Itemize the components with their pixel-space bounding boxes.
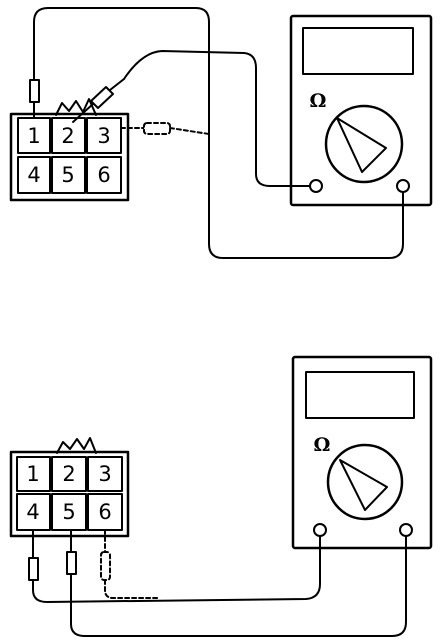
bottom-meter-body (291, 355, 433, 550)
bottom-connector-cell-3 (87, 456, 123, 492)
top-connector-latch (55, 98, 97, 116)
bottom-meter-dial-pointer (339, 459, 388, 511)
bottom-meter-com-jack[interactable] (313, 523, 327, 537)
bottom-connector-cell-1 (16, 456, 51, 492)
bottom-connector-housing (9, 450, 130, 538)
bottom-multimeter: Ω (291, 355, 433, 550)
top-probe-pin-2 (72, 78, 125, 123)
top-pin-6-label: 6 (97, 163, 110, 187)
top-wire-pin-1-to-meter (33, 7, 404, 259)
bottom-pin-1-label: 1 (26, 462, 39, 486)
bottom-meter-display (305, 371, 415, 419)
bottom-pin-5-label: 5 (62, 500, 75, 524)
top-meter-com-jack[interactable] (309, 179, 323, 193)
bottom-meter-ohm-symbol: Ω (314, 434, 331, 456)
bottom-probe-pin-5 (66, 529, 77, 625)
top-probe-pin-1 (29, 69, 40, 118)
bottom-connector-cell-5 (51, 493, 87, 531)
top-meter-dial (324, 104, 404, 184)
top-connector-cell-4 (17, 156, 51, 194)
top-meter-body (289, 14, 433, 207)
top-pin-5-label: 5 (61, 163, 74, 187)
bottom-meter-dial (326, 443, 404, 521)
top-connector-housing (9, 112, 130, 202)
top-connector-cell-6 (86, 156, 122, 194)
top-pin-2-label: 2 (61, 124, 74, 148)
bottom-connector: 1 2 3 4 5 6 (9, 437, 130, 538)
bottom-connector-cell-2 (51, 456, 87, 492)
top-meter-dial-pointer (336, 117, 387, 173)
top-multimeter: Ω (289, 14, 433, 207)
bottom-pin-4-label: 4 (26, 500, 39, 524)
top-pin-1-label: 1 (27, 124, 40, 148)
top-pin-3-label: 3 (97, 124, 110, 148)
top-connector-cell-3 (86, 117, 122, 154)
top-meter-display (302, 27, 414, 75)
top-pin-4-label: 4 (27, 163, 40, 187)
bottom-wire-pin-4-to-meter (32, 535, 321, 603)
bottom-test-setup: Ω 1 2 3 4 5 6 (9, 355, 433, 637)
bottom-meter-ohm-jack[interactable] (399, 523, 413, 537)
top-wire-pin-2-to-meter (123, 50, 311, 187)
top-test-setup: Ω 1 2 3 4 5 6 (9, 7, 433, 259)
bottom-connector-latch (56, 437, 97, 454)
top-probe-pin-3-optional (120, 122, 210, 135)
bottom-pin-6-label: 6 (98, 500, 111, 524)
top-connector: 1 2 3 4 5 6 (9, 98, 130, 202)
top-meter-ohm-symbol: Ω (310, 90, 327, 112)
bottom-pin-3-label: 3 (98, 462, 111, 486)
bottom-probe-pin-6-optional (100, 529, 161, 599)
bottom-pin-2-label: 2 (62, 462, 75, 486)
bottom-wire-pin-5-to-meter (70, 535, 407, 637)
bottom-probe-pin-4 (28, 529, 39, 591)
top-meter-ohm-jack[interactable] (396, 179, 410, 193)
top-connector-cell-2 (51, 117, 86, 154)
top-connector-cell-5 (51, 156, 86, 194)
